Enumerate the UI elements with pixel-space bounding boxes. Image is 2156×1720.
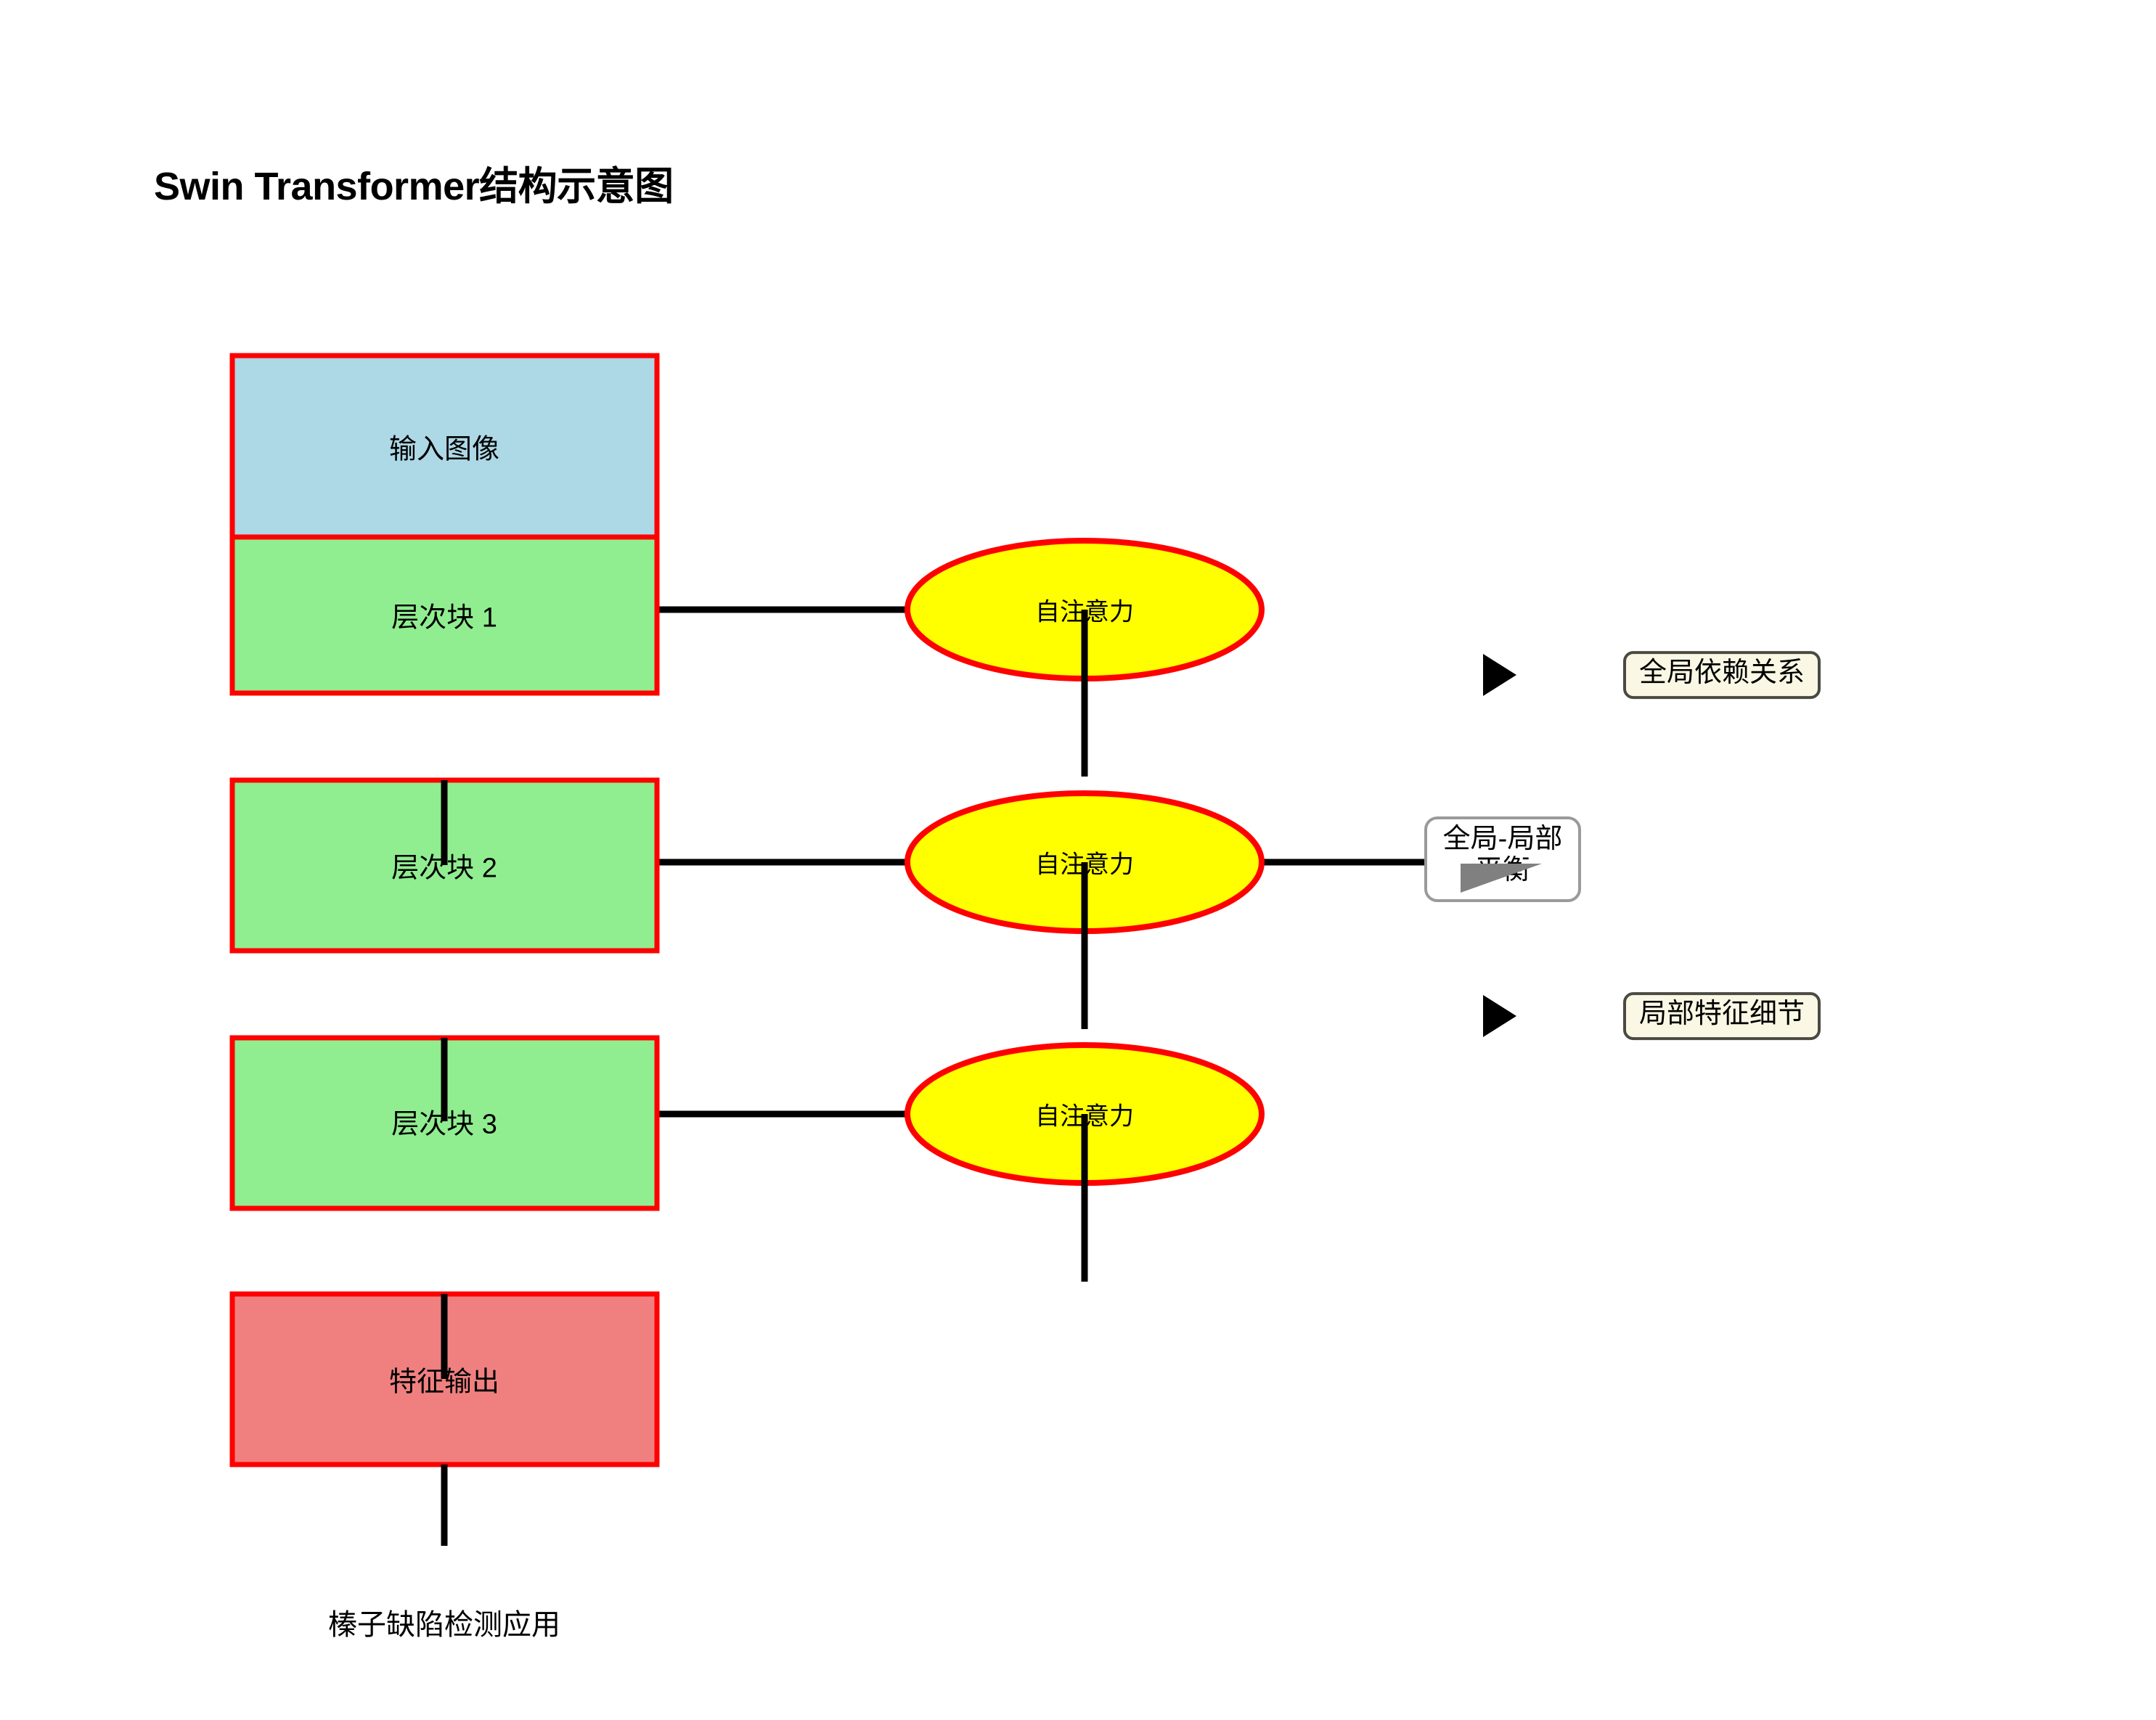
- tooltip-line-1: 全局-局部: [1442, 824, 1563, 854]
- tooltip-line-2: 平衡: [1474, 854, 1530, 885]
- triangle-marker-icon-global-dependency: [1483, 654, 1516, 696]
- triangle-marker-icon-local-feature: [1483, 995, 1516, 1037]
- tooltip-global-local-balance[interactable]: 全局-局部 平衡: [1424, 816, 1581, 902]
- annotation-global-dependency[interactable]: 全局依赖关系: [1623, 651, 1821, 699]
- diagram-caption: 榛子缺陷检测应用: [328, 1609, 560, 1641]
- page-title: Swin Transformer结构示意图: [154, 165, 674, 208]
- node-stage1[interactable]: [229, 534, 660, 696]
- annotation-local-feature[interactable]: 局部特征细节: [1623, 992, 1821, 1040]
